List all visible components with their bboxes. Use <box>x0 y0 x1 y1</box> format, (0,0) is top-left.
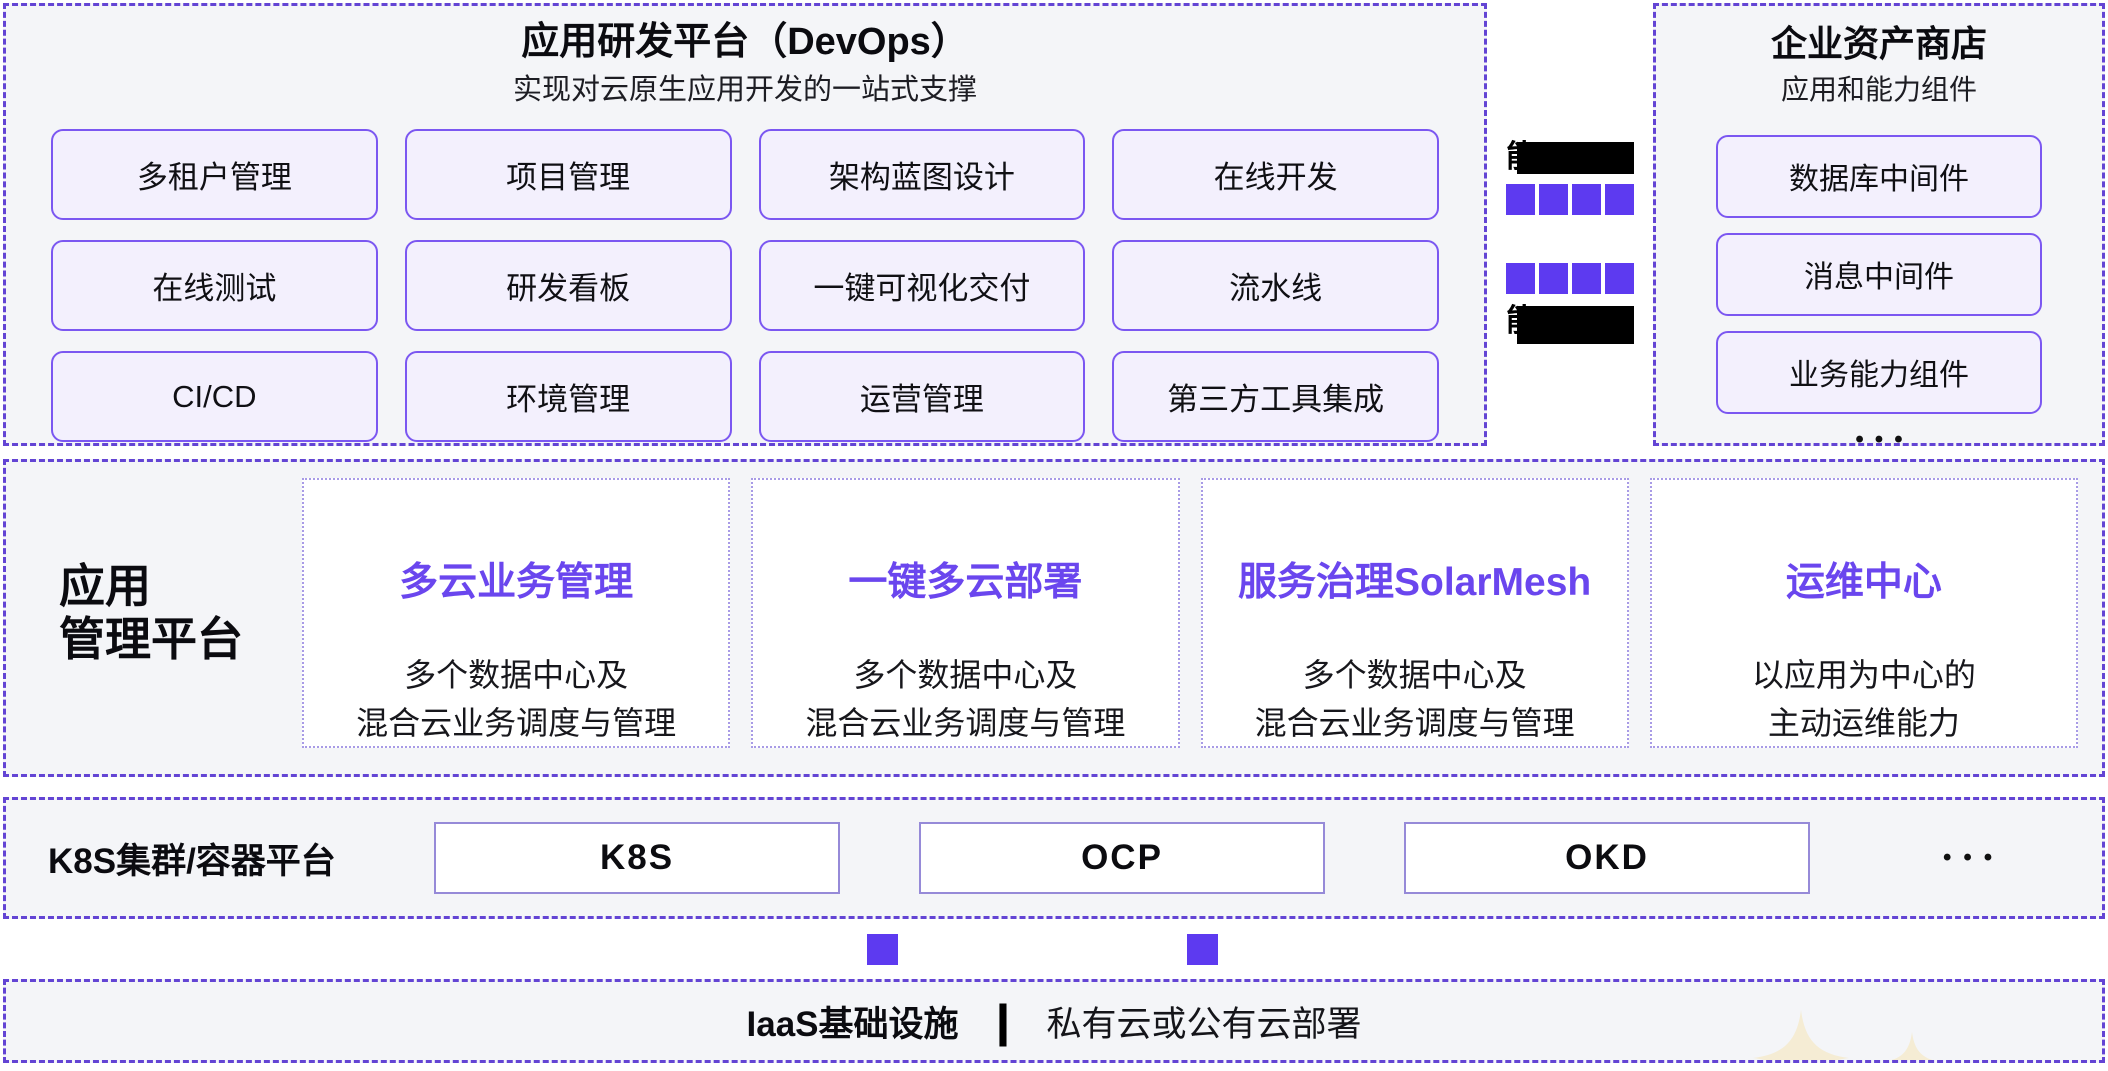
sparkle-icon <box>1891 1032 1933 1060</box>
feature-chip: 架构蓝图设计 <box>758 129 1086 221</box>
ellipsis-dots: ••• <box>1855 425 1914 453</box>
feature-chip: 项目管理 <box>404 129 732 221</box>
purple-square <box>1572 184 1601 215</box>
redacted-label-bottom: 能 <box>1506 305 1634 344</box>
purple-square <box>1506 184 1535 215</box>
ellipsis-dots: ••• <box>1943 844 2005 871</box>
card-title: 服务治理SolarMesh <box>1238 561 1592 604</box>
card-desc-line: 主动运维能力 <box>1767 704 1960 741</box>
purple-square <box>1572 263 1601 294</box>
purple-squares-row <box>1506 184 1634 215</box>
purple-square <box>1187 934 1218 965</box>
card-title: 一键多云部署 <box>848 561 1083 604</box>
asset-store-panel: 企业资产商店 应用和能力组件 数据库中间件 消息中间件 业务能力组件 ••• <box>1653 3 2105 453</box>
feature-chip: 第三方工具集成 <box>1112 351 1439 443</box>
feature-chip: 运营管理 <box>758 351 1086 443</box>
card-description: 以应用为中心的 主动运维能力 <box>1752 651 1976 747</box>
purple-square <box>1506 263 1535 294</box>
card-desc-line: 混合云业务调度与管理 <box>356 704 677 741</box>
iaas-subtitle: 私有云或公有云部署 <box>1046 1004 1362 1044</box>
feature-chip: CI/CD <box>51 351 378 443</box>
purple-square <box>1605 263 1634 294</box>
redaction-bar <box>1517 306 1634 344</box>
feature-chip: 研发看板 <box>404 240 732 332</box>
platform-box-okd: OKD <box>1404 822 1810 894</box>
container-platform-panel: K8S集群/容器平台 K8S OCP OKD ••• <box>3 797 2105 919</box>
devops-panel-subtitle: 实现对云原生应用开发的一站式支撑 <box>512 73 977 106</box>
feature-chip: 一键可视化交付 <box>758 240 1086 332</box>
card-description: 多个数据中心及 混合云业务调度与管理 <box>356 651 676 747</box>
card-multicloud-business: 多云业务管理 多个数据中心及 混合云业务调度与管理 <box>302 478 731 748</box>
card-one-click-deploy: 一键多云部署 多个数据中心及 混合云业务调度与管理 <box>751 478 1180 748</box>
asset-component-chip: 消息中间件 <box>1716 232 2042 316</box>
vertical-divider: | <box>991 995 1014 1047</box>
asset-component-chip: 业务能力组件 <box>1716 330 2042 414</box>
asset-component-list: 数据库中间件 消息中间件 业务能力组件 <box>1716 134 2042 414</box>
feature-chip: 在线开发 <box>1112 129 1439 221</box>
sparkle-icon <box>1753 1010 1849 1060</box>
purple-square <box>1605 184 1634 215</box>
card-desc-line: 多个数据中心及 <box>1302 656 1527 693</box>
app-management-label: 应用 管理平台 <box>59 478 302 748</box>
container-platform-label: K8S集群/容器平台 <box>48 841 336 881</box>
asset-store-title: 企业资产商店 <box>1770 23 1987 64</box>
redaction-bar <box>1517 142 1634 174</box>
app-management-panel: 应用 管理平台 多云业务管理 多个数据中心及 混合云业务调度与管理 一键多云部署… <box>3 459 2105 777</box>
card-desc-line: 混合云业务调度与管理 <box>1254 704 1575 741</box>
feature-chip: 环境管理 <box>404 351 732 443</box>
devops-panel: 应用研发平台（DevOps） 实现对云原生应用开发的一站式支撑 多租户管理 项目… <box>3 3 1487 446</box>
card-desc-line: 以应用为中心的 <box>1751 656 1976 693</box>
feature-chip: 多租户管理 <box>51 129 378 221</box>
purple-square <box>867 934 898 965</box>
card-title: 运维中心 <box>1785 561 1942 604</box>
card-description: 多个数据中心及 混合云业务调度与管理 <box>805 651 1125 747</box>
asset-store-subtitle: 应用和能力组件 <box>1780 74 1977 106</box>
redacted-label-top: 能 <box>1506 141 1634 174</box>
card-desc-line: 多个数据中心及 <box>404 656 629 693</box>
platform-boxes: K8S OCP OKD ••• <box>434 822 2004 894</box>
asset-component-chip: 数据库中间件 <box>1716 134 2042 218</box>
card-description: 多个数据中心及 混合云业务调度与管理 <box>1255 651 1575 747</box>
card-title: 多云业务管理 <box>399 561 634 604</box>
feature-chip: 在线测试 <box>51 240 378 332</box>
devops-panel-title: 应用研发平台（DevOps） <box>521 21 969 63</box>
devops-feature-grid: 多租户管理 项目管理 架构蓝图设计 在线开发 在线测试 研发看板 一键可视化交付… <box>51 129 1439 443</box>
feature-chip: 流水线 <box>1112 240 1439 332</box>
platform-box-k8s: K8S <box>434 822 840 894</box>
purple-square <box>1539 263 1568 294</box>
purple-squares-row <box>1506 263 1634 294</box>
platform-box-ocp: OCP <box>919 822 1325 894</box>
app-management-label-line1: 应用 <box>59 559 151 612</box>
iaas-panel: IaaS基础设施 | 私有云或公有云部署 <box>3 979 2105 1063</box>
card-ops-center: 运维中心 以应用为中心的 主动运维能力 <box>1649 478 2078 748</box>
purple-square <box>1539 184 1568 215</box>
connector-column: 能 能 <box>1487 3 1653 446</box>
card-desc-line: 混合云业务调度与管理 <box>805 704 1126 741</box>
iaas-title: IaaS基础设施 <box>746 1004 959 1044</box>
card-desc-line: 多个数据中心及 <box>853 656 1078 693</box>
app-management-label-line2: 管理平台 <box>59 613 243 665</box>
card-service-governance: 服务治理SolarMesh 多个数据中心及 混合云业务调度与管理 <box>1200 478 1629 748</box>
management-cards: 多云业务管理 多个数据中心及 混合云业务调度与管理 一键多云部署 多个数据中心及… <box>302 478 2078 748</box>
